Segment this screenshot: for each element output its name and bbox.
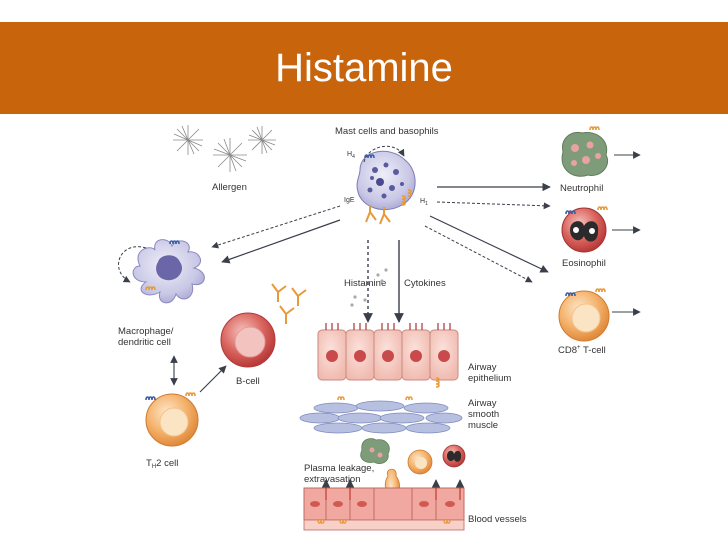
macrophage-label-line1: Macrophage/ — [118, 326, 174, 337]
antibodies — [271, 283, 307, 324]
allergen-spore-3 — [248, 126, 276, 154]
macrophage-cell — [132, 239, 205, 304]
arrow-to-macrophage — [221, 219, 341, 264]
eosinophil-label: Eosinophil — [562, 258, 606, 269]
th2-to-bcell-arrow — [199, 365, 227, 393]
histamine-label: Histamine — [344, 278, 386, 289]
vessel-eosinophil — [442, 444, 466, 468]
page-title: Histamine — [275, 46, 453, 90]
blood-vessel-wall — [303, 487, 465, 531]
airway-muscle-label-line2: smooth — [468, 409, 499, 420]
bcell-label: B-cell — [236, 376, 260, 387]
h1-label: H1 — [420, 198, 428, 207]
cd8-label: CD8+ T-cell — [558, 345, 606, 356]
airway-muscle-label-line1: Airway — [468, 398, 497, 409]
macrophage-label-line2: dendritic cell — [118, 337, 171, 348]
mast-receptor-orange — [401, 189, 412, 206]
vessel-neutrophil — [360, 438, 390, 464]
th2-cell — [145, 392, 199, 447]
airway-smooth-muscle — [299, 396, 463, 434]
cd8-t-cell — [558, 288, 610, 342]
title-banner: Histamine — [0, 22, 728, 114]
ige-antibody — [365, 205, 391, 225]
arrow-to-cd8 — [429, 215, 549, 273]
blood-vessels-label: Blood vessels — [468, 514, 527, 525]
airway-muscle-label-line3: muscle — [468, 420, 498, 431]
eosinophil-cell — [561, 206, 608, 253]
neutrophil-label: Neutrophil — [560, 183, 603, 194]
plasma-label-line2: extravasation — [304, 474, 361, 485]
airway-epithelium-label-line2: epithelium — [468, 373, 511, 384]
h4-label: H4 — [347, 151, 355, 160]
dashed-arrow-to-cd8 — [424, 225, 533, 283]
mast-cells-label: Mast cells and basophils — [335, 126, 439, 137]
dashed-arrow-to-macrophage — [211, 205, 341, 249]
mast-receptor-blue — [364, 154, 375, 159]
allergen-group — [173, 125, 276, 172]
airway-epithelium-label-line1: Airway — [468, 362, 497, 373]
vessel-receptors — [317, 519, 451, 524]
vessel-t-cell — [407, 449, 433, 475]
histamine-particles — [350, 268, 388, 307]
neutrophil-cell — [561, 126, 608, 177]
leakage-arrows — [321, 479, 465, 500]
plasma-label-line1: Plasma leakage, — [304, 463, 374, 474]
macrophage-cycle-arrow — [118, 246, 147, 283]
allergen-label: Allergen — [212, 182, 247, 193]
airway-epithelium — [317, 323, 459, 388]
cytokines-label: Cytokines — [404, 278, 446, 289]
b-cell — [220, 312, 276, 368]
allergen-spore-1 — [173, 125, 203, 155]
allergen-spore-2 — [213, 138, 247, 172]
dashed-arrow-to-eosinophil — [436, 201, 551, 210]
th2-label: TH2 cell — [146, 458, 178, 470]
ige-label: IgE — [344, 197, 355, 204]
h4-cycle-arrow — [363, 145, 405, 163]
mast-cell — [356, 150, 416, 210]
